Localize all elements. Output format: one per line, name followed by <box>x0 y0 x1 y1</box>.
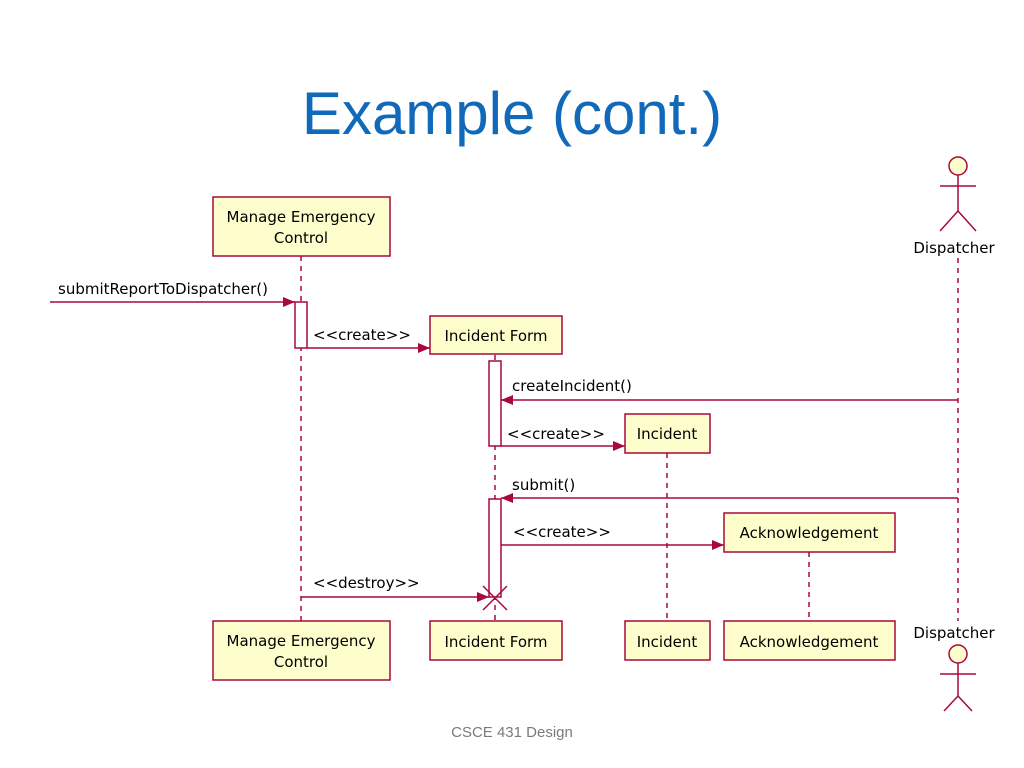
message-submit-report-to-dispatcher: submitReportToDispatcher() <box>50 280 295 307</box>
activation-incident-form-2 <box>488 498 502 598</box>
participant-label: Incident <box>637 425 698 443</box>
participant-label: Incident Form <box>444 633 547 651</box>
activation-manage-emergency-control <box>294 301 308 349</box>
participant-label-line2: Control <box>274 653 328 671</box>
message-label: createIncident() <box>512 377 632 395</box>
message-create-incident-call: createIncident() <box>501 377 958 405</box>
message-label: <<create>> <box>507 425 605 443</box>
destroy-x-icon <box>482 585 508 611</box>
actor-icon <box>948 156 968 176</box>
actor-icon <box>948 644 968 664</box>
message-create-acknowledgement: <<create>> <box>501 523 724 550</box>
participant-label-line1: Manage Emergency <box>227 632 376 650</box>
participant-manage-emergency-control-top: Manage Emergency Control <box>212 196 391 257</box>
participant-acknowledgement-top: Acknowledgement <box>723 512 896 553</box>
slide-title: Example (cont.) <box>301 80 723 147</box>
message-label: submitReportToDispatcher() <box>58 280 268 298</box>
message-create-incident-form: <<create>> <box>307 326 430 353</box>
message-label: <<create>> <box>313 326 411 344</box>
actor-label: Dispatcher <box>913 239 995 257</box>
actor-dispatcher-top: Dispatcher <box>913 156 995 257</box>
participant-label-line1: Manage Emergency <box>227 208 376 226</box>
message-destroy: <<destroy>> <box>301 574 489 602</box>
participant-label: Incident <box>637 633 698 651</box>
actor-label: Dispatcher <box>913 624 995 642</box>
participant-label: Acknowledgement <box>740 633 879 651</box>
activation-incident-form-1 <box>488 360 502 447</box>
message-submit: submit() <box>501 476 958 503</box>
participant-acknowledgement-bottom: Acknowledgement <box>723 620 896 661</box>
message-label: <<create>> <box>513 523 611 541</box>
participant-incident-top: Incident <box>624 413 711 454</box>
message-create-incident: <<create>> <box>501 425 625 451</box>
participant-manage-emergency-control-bottom: Manage Emergency Control <box>212 620 391 681</box>
actor-dispatcher-bottom: Dispatcher <box>913 624 995 712</box>
participant-label: Incident Form <box>444 327 547 345</box>
participant-incident-form-top: Incident Form <box>429 315 563 355</box>
participant-label-line2: Control <box>274 229 328 247</box>
participant-label: Acknowledgement <box>740 524 879 542</box>
participant-incident-bottom: Incident <box>624 620 711 661</box>
slide-footer: CSCE 431 Design <box>451 724 573 741</box>
message-label: submit() <box>512 476 575 494</box>
participant-incident-form-bottom: Incident Form <box>429 620 563 661</box>
message-label: <<destroy>> <box>313 574 420 592</box>
